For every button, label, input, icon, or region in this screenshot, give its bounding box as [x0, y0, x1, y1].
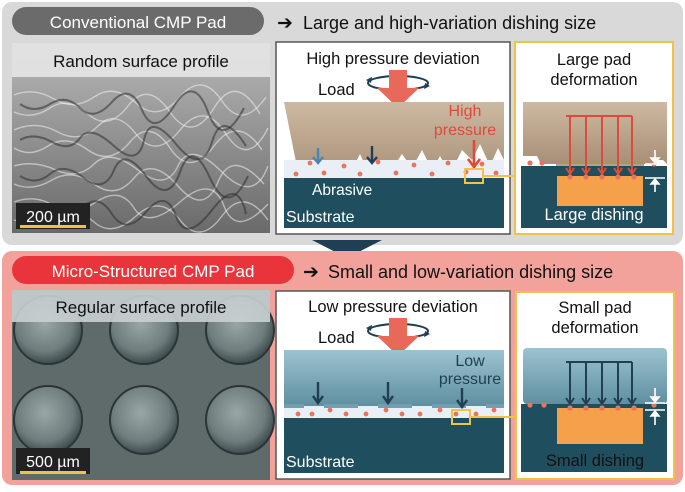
top-low-arrow-blue	[312, 148, 324, 165]
bottom-zoom-title-line2: deformation	[551, 319, 638, 337]
bottom-pill	[12, 256, 294, 284]
top-micrograph-label: Random surface profile	[53, 52, 229, 71]
top-abrasive-label: Abrasive	[312, 182, 372, 199]
bottom-zoom-title-line1: Small pad	[558, 299, 631, 317]
top-substrate-label: Substrate	[286, 209, 355, 226]
bottom-zoom-particles	[527, 402, 657, 411]
bottom-micrograph-label-bg	[12, 290, 270, 322]
bottom-zoom-pressure-arrows	[565, 361, 637, 406]
top-pressure-panel: High pressure deviation Load Abrasive Su…	[275, 41, 511, 235]
top-pill-label: Conventional CMP Pad	[50, 13, 226, 32]
bottom-substrate	[284, 418, 504, 473]
top-heading: Large and high-variation dishing size	[303, 13, 596, 33]
top-high-pressure-arrow	[466, 140, 482, 170]
top-low-arrow-dark	[366, 146, 378, 165]
top-scale-label: 200 µm	[26, 209, 80, 226]
top-pill	[12, 7, 264, 35]
top-load-label: Load	[318, 81, 355, 99]
top-zoom-title-line2: deformation	[550, 71, 637, 89]
top-micrograph: Random surface profile 200 µm	[12, 43, 270, 233]
bottom-heading: Small and low-variation dishing size	[328, 262, 613, 282]
bottom-scale-box	[16, 448, 90, 474]
top-scale-bar	[20, 225, 86, 228]
top-pressure-title: High pressure deviation	[306, 50, 479, 68]
top-high-pressure-line2: pressure	[434, 122, 496, 139]
bottom-substrate-label: Substrate	[286, 454, 355, 471]
bottom-pressure-panel: Low pressure deviation Load	[275, 290, 511, 480]
top-substrate	[284, 178, 504, 228]
top-dishing-depth-indicator	[645, 150, 665, 192]
transition-arrow	[312, 240, 382, 258]
bottom-section: Micro-Structured CMP Pad ➔ Small and low…	[2, 251, 683, 485]
bottom-scale-label: 500 µm	[26, 454, 80, 471]
bottom-low-pressure-line1: Low	[455, 353, 485, 370]
bottom-micrograph-label: Regular surface profile	[55, 298, 226, 317]
top-header-arrow: ➔	[277, 13, 293, 34]
bottom-low-pressure-line2: pressure	[439, 371, 501, 388]
bottom-small-dishing-label: Small dishing	[546, 452, 644, 470]
top-high-pressure-line1: High	[449, 103, 482, 120]
top-section: Conventional CMP Pad ➔ Large and high-va…	[2, 2, 683, 245]
bottom-deformed-pad	[523, 348, 667, 404]
bottom-low-pressure-arrow	[456, 388, 468, 410]
bottom-zoom-panel: Small pad deformation	[515, 291, 675, 480]
bottom-micrograph: Regular surface profile 500 µm	[12, 290, 275, 480]
bottom-dishing-depth-indicator	[645, 388, 665, 425]
top-zoom-title-line1: Large pad	[557, 51, 631, 69]
top-large-dishing	[557, 176, 643, 206]
bottom-small-dishing	[557, 408, 643, 444]
bottom-scale-bar	[20, 471, 86, 474]
bottom-uniform-arrows	[312, 382, 394, 406]
top-deformed-pad	[523, 102, 667, 164]
bottom-pill-label: Micro-Structured CMP Pad	[52, 262, 255, 281]
bottom-load-arrow	[377, 318, 419, 356]
bottom-abrasive-particles	[295, 407, 497, 417]
top-load-arrow	[377, 70, 419, 108]
bottom-pad-pillars	[284, 404, 504, 408]
top-zoom-panel: Large pad deformation	[514, 41, 674, 235]
bottom-header-arrow: ➔	[303, 262, 319, 283]
bottom-load-label: Load	[318, 329, 355, 347]
bottom-structured-pad	[284, 350, 504, 406]
top-scale-box	[16, 203, 90, 229]
top-large-dishing-label: Large dishing	[544, 206, 643, 224]
top-micrograph-label-bg	[12, 43, 270, 77]
top-zoom-pressure-arrows	[565, 115, 637, 176]
bottom-pressure-title: Low pressure deviation	[308, 298, 478, 316]
